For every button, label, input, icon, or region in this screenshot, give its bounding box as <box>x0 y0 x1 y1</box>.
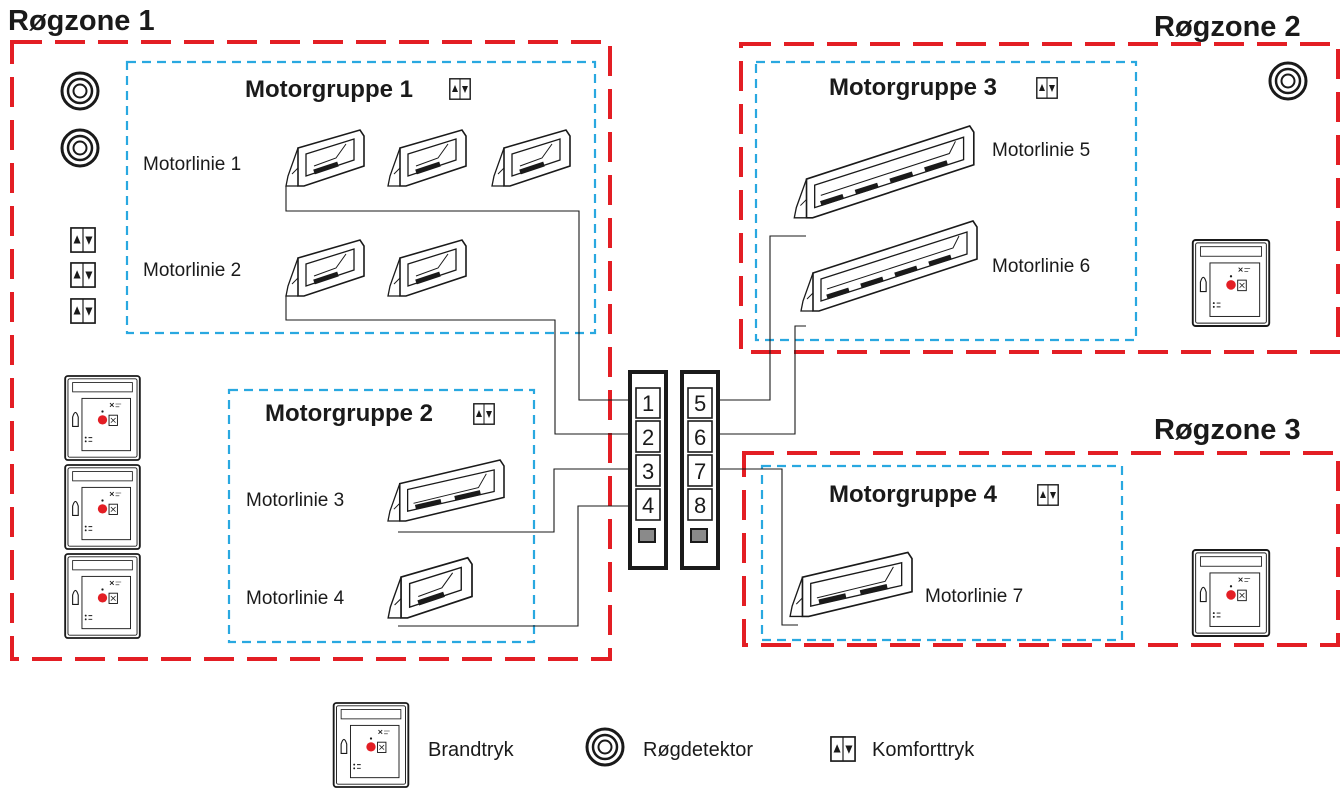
terminal-7-number: 7 <box>694 459 706 484</box>
legend: Brandtryk Røgdetektor Komforttryk <box>332 701 975 789</box>
zone-1-border <box>10 40 612 661</box>
motor-line-4-label: Motorlinie 4 <box>246 588 345 609</box>
motor-group-3-title: Motorgruppe 3 <box>829 74 997 101</box>
zone-2-title: Røgzone 2 <box>1154 11 1301 43</box>
zone-3-border <box>742 451 1340 647</box>
motor-group-4: Motorgruppe 4 <box>760 464 1124 642</box>
terminal-8-number: 8 <box>694 493 706 518</box>
zone-1-devices <box>60 71 141 640</box>
motor-line-3-label: Motorlinie 3 <box>246 490 344 511</box>
window-actuator-icon <box>801 221 977 311</box>
fire-call-point-icon[interactable] <box>64 374 141 462</box>
smoke-detector-icon[interactable] <box>1268 61 1308 101</box>
terminal-left-indicator <box>638 528 656 543</box>
motor-line-7-label: Motorlinie 7 <box>925 586 1023 607</box>
terminal-3[interactable] <box>635 454 661 487</box>
legend-brandtryk-label: Brandtryk <box>428 739 515 761</box>
zone-2-devices <box>1191 61 1308 328</box>
motor-group-2-title: Motorgruppe 2 <box>265 400 433 427</box>
terminal-4[interactable] <box>635 488 661 521</box>
motor-line-2: Motorlinie 2 <box>143 240 466 296</box>
terminal-2-number: 2 <box>642 425 654 450</box>
terminal-5-number: 5 <box>694 391 706 416</box>
motor-group-4-border <box>760 464 1124 642</box>
terminal-5[interactable] <box>687 387 713 419</box>
fire-call-point-icon[interactable] <box>1191 548 1271 638</box>
terminal-4-number: 4 <box>642 493 654 518</box>
fire-call-point-icon[interactable] <box>64 552 141 640</box>
terminal-3-number: 3 <box>642 459 654 484</box>
fire-call-point-icon[interactable] <box>1191 238 1271 328</box>
terminal-right-indicator <box>690 528 708 543</box>
motor-group-2-border <box>227 388 536 644</box>
wire-motorlinie-7 <box>714 468 798 626</box>
group-2-up-down-switch-icon[interactable] <box>473 403 495 425</box>
wire-motorlinie-2 <box>285 295 632 435</box>
terminal-2[interactable] <box>635 420 661 453</box>
window-actuator-icon <box>388 130 466 186</box>
legend-roegdetektor-label: Røgdetektor <box>643 739 753 761</box>
motor-line-6-label: Motorlinie 6 <box>992 256 1090 277</box>
motor-line-7: Motorlinie 7 <box>790 552 1023 616</box>
motor-group-3-border <box>754 60 1138 342</box>
terminal-6[interactable] <box>687 420 713 453</box>
motor-line-3: Motorlinie 3 <box>246 460 504 521</box>
wire-motorlinie-5 <box>714 235 806 401</box>
window-actuator-icon <box>286 130 364 186</box>
wire-motorlinie-4 <box>398 505 632 627</box>
motor-group-2: Motorgruppe 2 <box>227 388 536 644</box>
motor-line-6: Motorlinie 6 <box>801 221 1090 311</box>
group-1-up-down-switch-icon[interactable] <box>449 78 471 100</box>
motor-line-5: Motorlinie 5 <box>794 126 1090 218</box>
zone-2: Røgzone 2 <box>739 11 1340 354</box>
wiring <box>285 186 806 627</box>
motor-group-1: Motorgruppe 1 <box>125 60 597 335</box>
motor-line-2-label: Motorlinie 2 <box>143 260 241 281</box>
motor-group-3: Motorgruppe 3 <box>754 60 1138 342</box>
zone-3: Røgzone 3 <box>742 414 1340 647</box>
zone-3-devices <box>1191 548 1271 638</box>
motor-group-4-title: Motorgruppe 4 <box>829 481 998 508</box>
zone-2-border <box>739 42 1340 354</box>
terminal-panel-left: 1 2 3 4 <box>628 370 668 570</box>
motor-line-1: Motorlinie 1 <box>143 130 570 186</box>
motor-line-4: Motorlinie 4 <box>246 558 472 618</box>
terminal-6-number: 6 <box>694 425 706 450</box>
window-actuator-icon <box>286 240 364 296</box>
zone-1-title: Røgzone 1 <box>8 5 155 37</box>
up-down-switch-icon[interactable] <box>69 297 97 325</box>
zone-1: Røgzone 1 <box>8 5 612 661</box>
legend-smoke-detector-icon <box>585 727 625 767</box>
window-actuator-icon <box>388 460 504 521</box>
terminal-1-number: 1 <box>642 391 654 416</box>
window-actuator-icon <box>388 558 472 618</box>
window-actuator-icon <box>790 552 912 616</box>
wire-motorlinie-6 <box>714 325 806 435</box>
zone-3-title: Røgzone 3 <box>1154 414 1301 446</box>
motor-group-1-border <box>125 60 597 335</box>
smoke-detector-icon[interactable] <box>60 128 100 168</box>
legend-komforttryk-label: Komforttryk <box>872 739 975 761</box>
legend-up-down-switch-icon <box>830 736 856 762</box>
terminal-panel-right: 5 6 7 8 <box>680 370 720 570</box>
window-actuator-icon <box>794 126 974 218</box>
window-actuator-icon <box>492 130 570 186</box>
motor-group-1-title: Motorgruppe 1 <box>245 76 413 103</box>
smoke-detector-icon[interactable] <box>60 71 100 111</box>
fire-call-point-icon[interactable] <box>64 463 141 551</box>
motor-line-1-label: Motorlinie 1 <box>143 154 241 175</box>
legend-fire-call-point-icon <box>332 701 410 789</box>
motor-line-5-label: Motorlinie 5 <box>992 140 1090 161</box>
window-actuator-icon <box>388 240 466 296</box>
group-4-up-down-switch-icon[interactable] <box>1037 484 1059 506</box>
up-down-switch-icon[interactable] <box>69 261 97 289</box>
terminal-8[interactable] <box>687 488 713 521</box>
wire-motorlinie-1 <box>285 186 632 401</box>
group-3-up-down-switch-icon[interactable] <box>1036 77 1058 99</box>
up-down-switch-icon[interactable] <box>69 226 97 254</box>
terminal-1[interactable] <box>635 387 661 419</box>
wire-motorlinie-3 <box>398 468 632 533</box>
terminal-7[interactable] <box>687 454 713 487</box>
